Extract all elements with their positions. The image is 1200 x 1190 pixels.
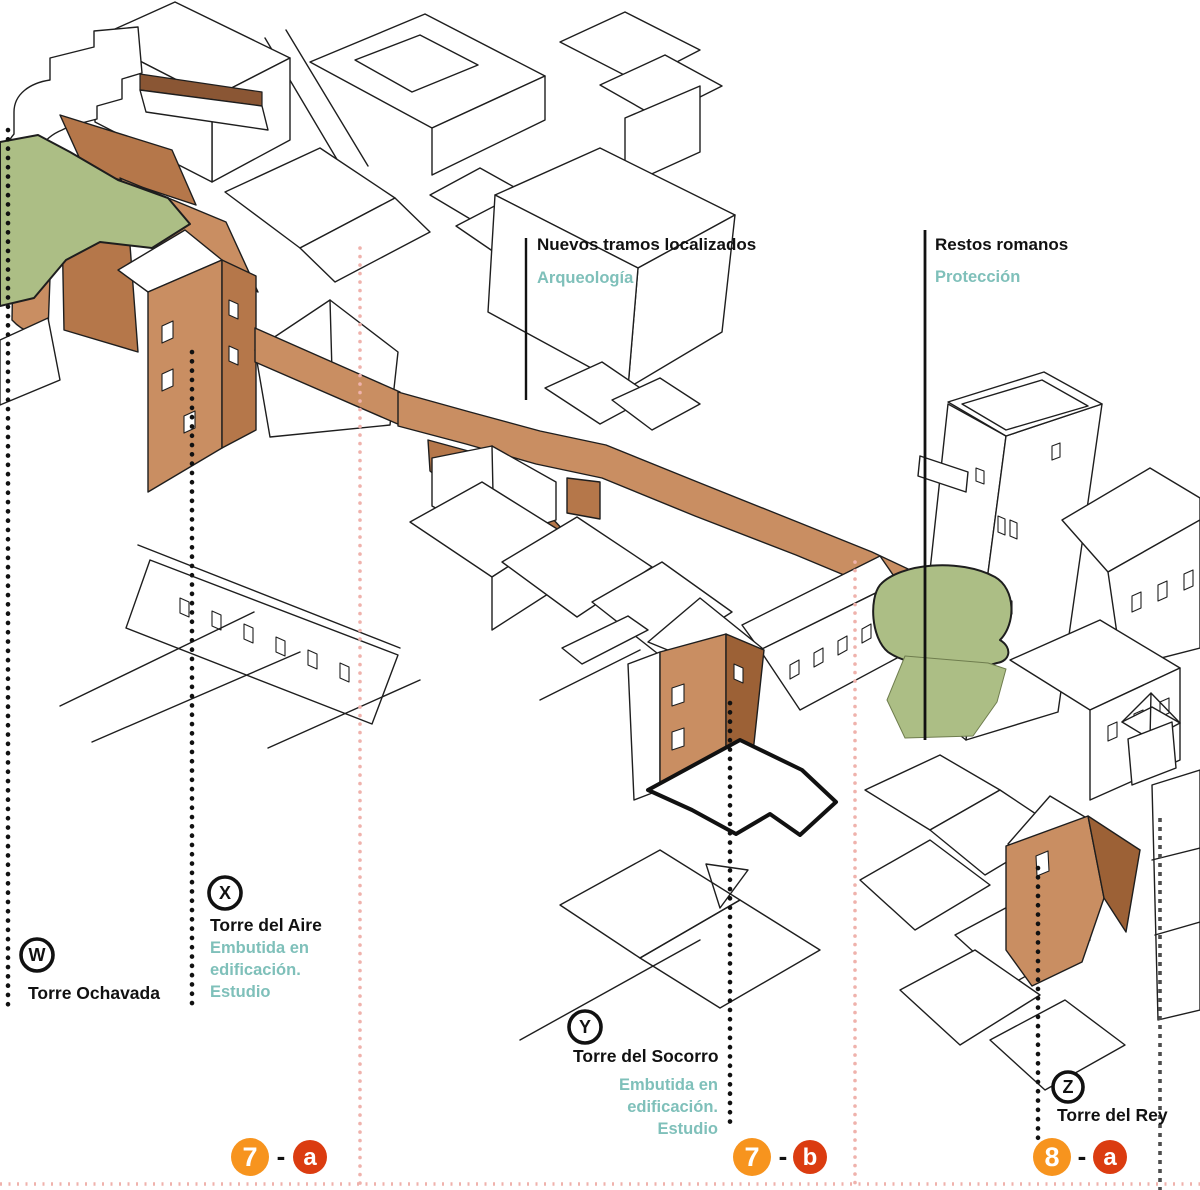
- letter-badge-z: [1051, 1070, 1085, 1104]
- torre-del-socorro-building: [519, 555, 939, 1041]
- letter-badge-w: [19, 937, 55, 973]
- nuevos-tramos-title: Nuevos tramos localizados: [537, 235, 756, 254]
- restos-romanos-subtitle: Protección: [935, 268, 1020, 286]
- marker-7b-number: 7: [744, 1142, 759, 1172]
- marker-7a: 7 - a: [231, 1138, 327, 1176]
- marker-8a-separator: -: [1078, 1141, 1087, 1171]
- tree-icon: [886, 655, 1007, 739]
- torre-del-aire-note-3: Estudio: [210, 983, 271, 1001]
- badge-letter-z: Z: [1063, 1077, 1074, 1097]
- marker-7a-letter-circle: [293, 1140, 327, 1174]
- torre-del-aire-note-2: edificación.: [210, 961, 301, 979]
- letter-badge-y: [567, 1009, 603, 1045]
- marker-7b-number-circle: [733, 1138, 771, 1176]
- tree-icon: [872, 564, 1013, 670]
- label-torre-del-rey: Z Torre del Rey: [1051, 1070, 1168, 1125]
- marker-7b-letter: b: [803, 1144, 818, 1171]
- section-markers: 7 - a 7 - b 8 - a: [231, 1138, 1127, 1176]
- right-buildings: [1009, 467, 1200, 801]
- mid-left-buildings: [59, 481, 733, 749]
- top-buildings: [94, 1, 736, 389]
- badge-letter-x: X: [219, 883, 231, 903]
- marker-8a-letter: a: [1103, 1144, 1117, 1171]
- label-torre-ochavada: W Torre Ochavada: [19, 937, 160, 1003]
- nuevos-tramos-subtitle: Arqueología: [537, 269, 634, 287]
- marker-8a: 8 - a: [1033, 1138, 1127, 1176]
- marker-7b-separator: -: [779, 1141, 788, 1171]
- torre-del-aire-name: Torre del Aire: [210, 915, 322, 935]
- marker-8a-letter-circle: [1093, 1140, 1127, 1174]
- marker-7a-number: 7: [242, 1142, 257, 1172]
- restos-romanos-title: Restos romanos: [935, 235, 1068, 254]
- tree-slope: [0, 134, 191, 307]
- torre-del-socorro-note-3: Estudio: [658, 1120, 719, 1138]
- annotations: Nuevos tramos localizados Arqueología Re…: [19, 235, 1168, 1138]
- marker-8a-number-circle: [1033, 1138, 1071, 1176]
- torre-ochavada-name: Torre Ochavada: [28, 983, 160, 1003]
- badge-letter-y: Y: [579, 1017, 591, 1037]
- marker-7a-number-circle: [231, 1138, 269, 1176]
- marker-8a-number: 8: [1044, 1142, 1059, 1172]
- torre-del-socorro-name: Torre del Socorro: [573, 1046, 719, 1066]
- torre-del-socorro-note-1: Embutida en: [619, 1076, 718, 1094]
- marker-7b-letter-circle: [793, 1140, 827, 1174]
- bottom-right-buildings: [859, 754, 1200, 1091]
- letter-badge-x: [207, 875, 243, 911]
- badge-letter-w: W: [29, 945, 46, 965]
- torre-del-rey-name: Torre del Rey: [1057, 1105, 1168, 1125]
- guide-lines: [0, 127, 1200, 1190]
- marker-7a-separator: -: [277, 1141, 286, 1171]
- trees: [872, 564, 1013, 739]
- marker-7b: 7 - b: [733, 1138, 827, 1176]
- label-torre-del-aire: X Torre del Aire Embutida en edificación…: [207, 875, 322, 1001]
- torre-del-socorro-note-2: edificación.: [627, 1098, 718, 1116]
- torre-del-aire-note-1: Embutida en: [210, 939, 309, 957]
- label-torre-del-socorro: Y Torre del Socorro Embutida en edificac…: [567, 1009, 719, 1138]
- marker-7a-letter: a: [303, 1144, 317, 1171]
- city-line-drawing: [0, 1, 1200, 1091]
